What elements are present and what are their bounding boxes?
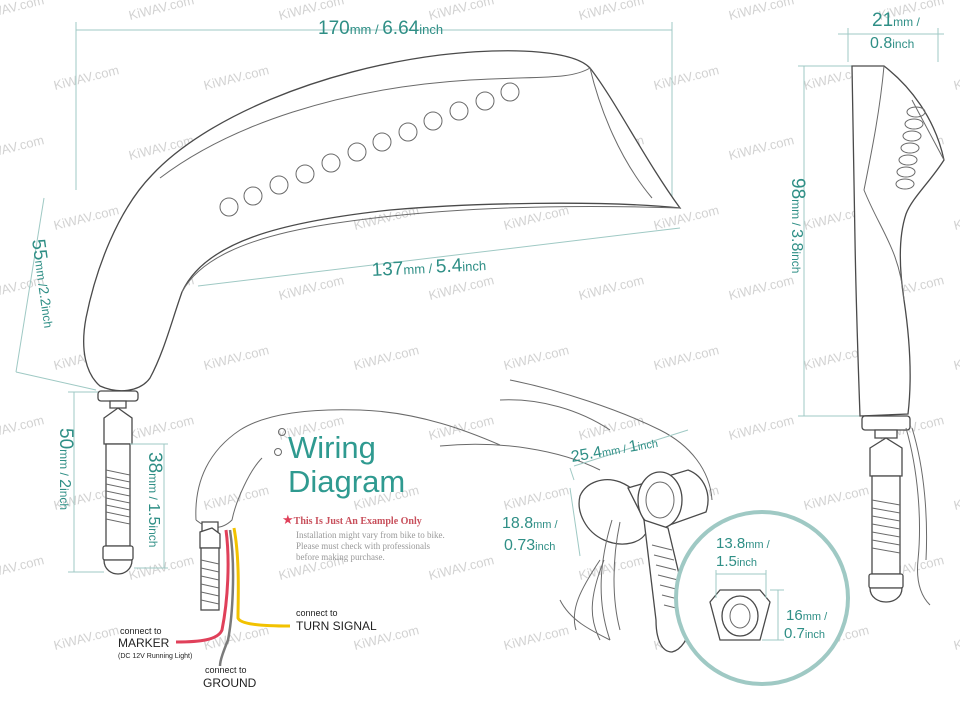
watermark-text: KiWAV.com: [0, 552, 45, 583]
wiring-title-line1: Wiring: [288, 430, 376, 465]
marker-small: connect to: [120, 626, 162, 636]
turn-signal-small: connect to: [296, 608, 338, 618]
note-line-3: before making purchase.: [296, 552, 385, 562]
dim-bar-dia-imperial: 0.73inch: [504, 537, 555, 554]
watermark-text: KiWAV.com: [0, 0, 45, 23]
dim-total-length: 170mm / 6.64inch: [318, 18, 443, 39]
watermark-text: KiWAV.com: [202, 342, 270, 373]
wiring-title-line2: Diagram: [288, 464, 405, 499]
watermark-text: KiWAV.com: [727, 412, 795, 443]
watermark-text: KiWAV.com: [727, 132, 795, 163]
watermark-text: KiWAV.com: [577, 272, 645, 303]
dim-inner-length: 137mm / 5.4inch: [371, 254, 486, 281]
watermark-text: KiWAV.com: [502, 622, 570, 653]
dim-side-width-imperial: 0.8inch: [870, 35, 914, 52]
watermark-text: KiWAV.com: [502, 342, 570, 373]
watermark-text: KiWAV.com: [652, 342, 720, 373]
ground-label: GROUND: [203, 676, 257, 690]
note-line-2: Please must check with professionals: [296, 541, 430, 551]
watermark-text: KiWAV.com: [0, 132, 45, 163]
handlebar-mount-view: 25.4mm / 1inch 18.8mm / 0.73inch 13.8mm …: [439, 379, 850, 686]
watermark-text: KiWAV.com: [952, 482, 960, 513]
watermark-text: KiWAV.com: [127, 0, 195, 23]
dim-arm-height: 55mm /2.2inch: [27, 238, 60, 329]
led-row: [219, 82, 520, 217]
side-housing: [851, 65, 945, 417]
watermark-text: KiWAV.com: [952, 622, 960, 653]
watermark-text: KiWAV.com: [202, 482, 270, 513]
ground-wire: [218, 529, 235, 667]
watermark-text: KiWAV.com: [427, 0, 495, 23]
watermark-text: KiWAV.com: [577, 0, 645, 23]
dim-hole-height: 16mm /: [786, 607, 828, 624]
watermark-text: KiWAV.com: [277, 272, 345, 303]
watermark-text: KiWAV.com: [202, 62, 270, 93]
watermark-text: KiWAV.com: [577, 552, 645, 583]
turn-signal-wire: [232, 527, 291, 628]
watermark-text: KiWAV.com: [652, 62, 720, 93]
dim-bar-dia: 18.8mm /: [502, 515, 559, 532]
watermark-text: KiWAV.com: [52, 202, 120, 233]
watermark-text: KiWAV.com: [952, 342, 960, 373]
note-title: ★This Is Just An Example Only: [282, 512, 422, 527]
front-view-mirror: 170mm / 6.64inch 137mm / 5.4inch: [15, 18, 682, 575]
watermark-text: KiWAV.com: [502, 482, 570, 513]
side-led-row: [895, 106, 926, 190]
marker-label: MARKER: [118, 636, 170, 650]
front-mounting-stem: [97, 390, 139, 575]
dim-bar-width: 25.4mm / 1inch: [570, 434, 659, 466]
dim-hole-height-imperial: 0.7inch: [784, 625, 825, 642]
note-line-1: Installation might vary from bike to bik…: [296, 530, 445, 540]
watermark-text: KiWAV.com: [52, 62, 120, 93]
watermark-text: KiWAV.com: [727, 0, 795, 23]
side-view-mirror: 21mm / 0.8inch 98mm / 3.8inch: [787, 10, 945, 606]
watermark-text: KiWAV.com: [802, 482, 870, 513]
dim-side-width: 21mm /: [872, 10, 920, 31]
ground-small: connect to: [205, 665, 247, 675]
watermark-text: KiWAV.com: [952, 202, 960, 233]
marker-wire: [175, 529, 230, 644]
watermark-text: KiWAV.com: [0, 412, 45, 443]
watermark-text: KiWAV.com: [127, 412, 195, 443]
wiring-diagram: Wiring Diagram ★This Is Just An Example …: [118, 409, 501, 690]
watermark-text: KiWAV.com: [952, 62, 960, 93]
watermark-text: KiWAV.com: [727, 272, 795, 303]
watermark-text: KiWAV.com: [352, 342, 420, 373]
watermark-text: KiWAV.com: [52, 622, 120, 653]
dim-thread-length: 38mm / 1.5inch: [144, 452, 165, 547]
marker-sub: (DC 12V Running Light): [118, 653, 192, 660]
turn-signal-label: TURN SIGNAL: [296, 619, 377, 633]
dim-side-height: 98mm / 3.8inch: [787, 178, 808, 273]
watermark-text: KiWAV.com: [427, 552, 495, 583]
dim-hole-width: 13.8mm /: [716, 535, 771, 552]
dim-stem-length: 50mm / 2inch: [55, 428, 76, 510]
dim-hole-width-imperial: 1.5inch: [716, 553, 757, 570]
